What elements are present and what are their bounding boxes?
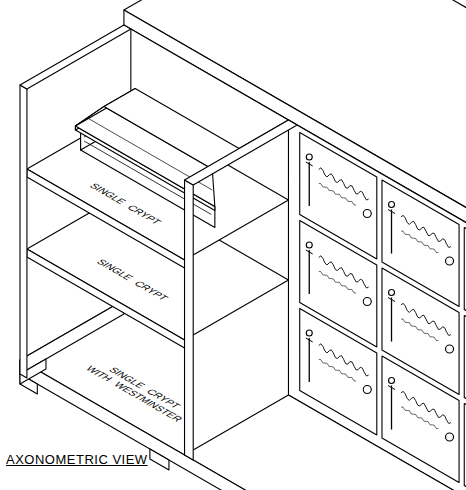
engraved-dates [401,231,438,252]
left-wall-edge [20,85,27,378]
name-plate [464,316,466,443]
vase-symbol [388,386,395,390]
vase-flower [389,202,395,208]
left-wall-top [20,25,131,89]
vase-flower [389,290,395,296]
crypt-shelf-edge [27,249,185,348]
floor-slab-end [20,300,124,374]
engraved-name [401,215,451,247]
name-plate [464,404,466,490]
vase-symbol [309,250,310,294]
vase-symbol [391,386,392,430]
engraved-name [401,303,451,335]
engraved-name [401,391,451,423]
name-plate [300,133,377,260]
view-caption: AXONOMETRIC VIEW [6,452,148,467]
name-plate [382,180,459,307]
engraved-dates [319,184,356,205]
rosette-symbol [446,257,454,265]
engraved-name [319,168,369,200]
vase-symbol [306,338,313,342]
rosette-symbol [363,210,371,218]
vase-flower [306,242,312,248]
vase-symbol [306,250,313,254]
rosette-symbol [363,386,371,394]
vase-symbol [309,162,310,206]
vase-symbol [388,298,395,302]
rosette-symbol [446,433,454,441]
engraved-dates [401,407,438,428]
vase-symbol [391,210,392,254]
engraved-name [319,256,369,288]
engraved-dates [319,272,356,293]
vase-symbol [309,338,310,382]
vase-symbol [388,210,395,214]
vase-symbol [306,162,313,166]
rosette-symbol [363,298,371,306]
vase-symbol [391,298,392,342]
base-foot [150,449,169,470]
vase-flower [306,330,312,336]
name-plate [464,228,466,355]
engraved-name [319,344,369,376]
rosette-symbol [446,345,454,353]
vase-flower [389,378,395,384]
engraved-dates [319,360,356,381]
casket-lid-top [104,89,243,170]
vase-flower [306,154,312,160]
engraved-dates [401,319,438,340]
partition-top [185,120,298,185]
partition-edge [185,180,194,460]
